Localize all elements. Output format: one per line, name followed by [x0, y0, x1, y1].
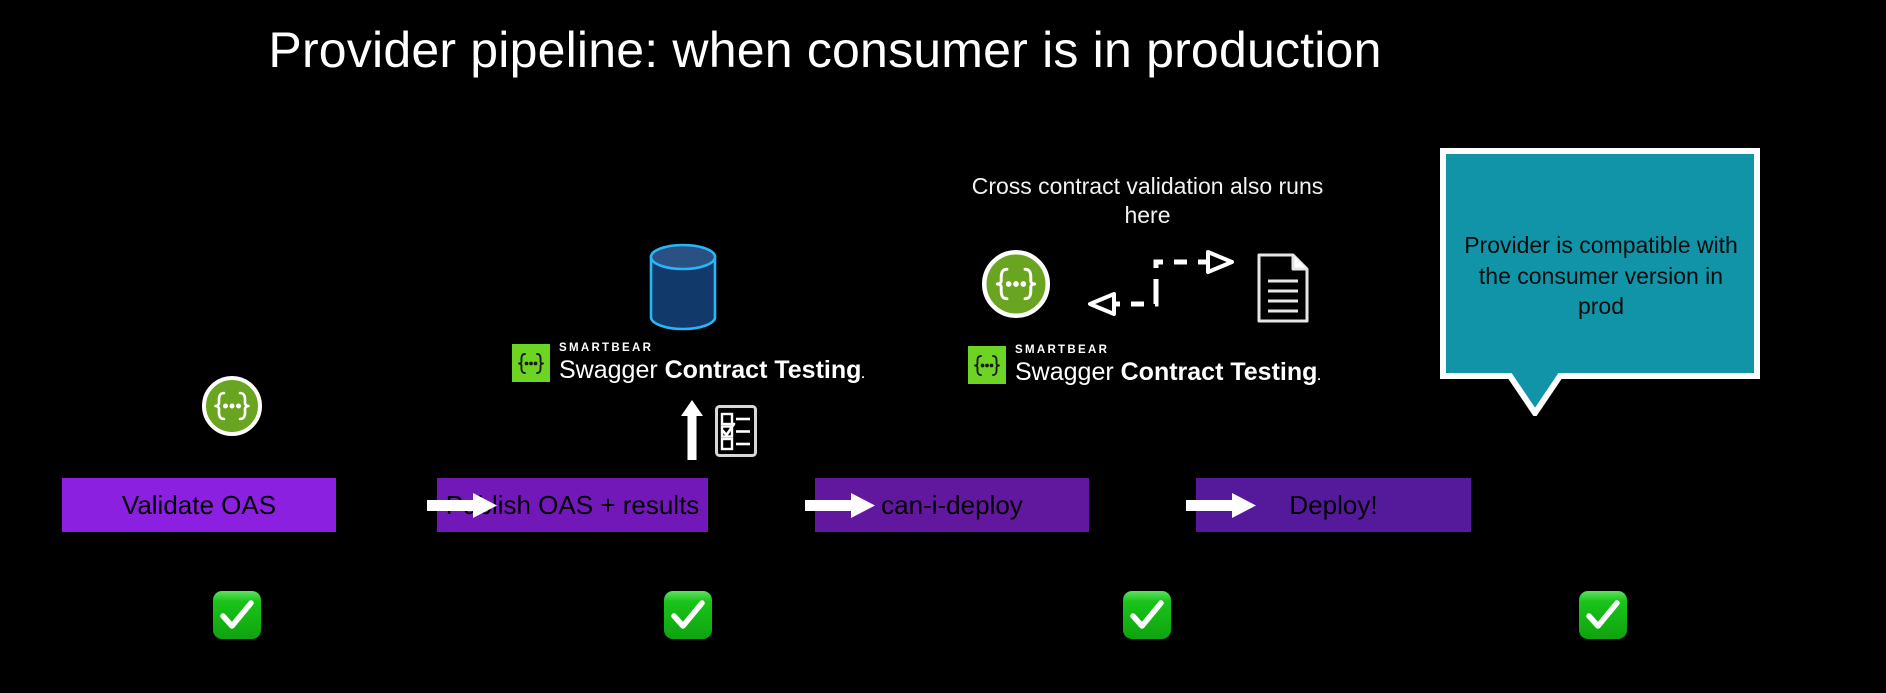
checklist-icon — [715, 405, 757, 457]
status-check-icon — [212, 590, 262, 640]
dashed-exchange-arrows-icon — [1060, 248, 1240, 328]
status-check-icon — [663, 590, 713, 640]
pipeline-arrow-icon — [805, 493, 875, 518]
swagger-word: Swagger — [559, 355, 658, 384]
database-cylinder-icon — [648, 243, 718, 331]
swagger-word: Swagger — [1015, 357, 1114, 386]
contract-testing-word: Contract Testing — [1120, 357, 1318, 386]
upload-arrow-icon — [680, 400, 704, 460]
swagger-contract-testing-wordmark: Swagger Contract Testing. — [559, 355, 865, 384]
pipeline-arrow-icon — [427, 493, 497, 518]
trademark-dot: . — [861, 366, 865, 381]
page-title: Provider pipeline: when consumer is in p… — [268, 22, 1382, 78]
callout-bubble — [1440, 148, 1760, 419]
contract-testing-word: Contract Testing — [664, 355, 862, 384]
trademark-dot: . — [1317, 368, 1321, 383]
pipeline-arrow-icon — [1186, 493, 1256, 518]
swagger-mark-icon — [512, 344, 550, 382]
swagger-circle-icon — [982, 250, 1050, 318]
status-check-icon — [1122, 590, 1172, 640]
swagger-mark-icon — [968, 346, 1006, 384]
cross-contract-validation-caption: Cross contract validation also runs here — [971, 173, 1324, 229]
callout-text: Provider is compatible with the consumer… — [1464, 232, 1738, 320]
swagger-contract-testing-wordmark: Swagger Contract Testing. — [1015, 357, 1321, 386]
smartbear-wordmark: SMARTBEAR — [1015, 344, 1110, 357]
status-check-icon — [1578, 590, 1628, 640]
document-icon — [1255, 253, 1311, 323]
swagger-circle-icon — [202, 376, 262, 436]
swagger-contract-testing-logo: SMARTBEAR Swagger Contract Testing. — [968, 344, 1321, 386]
pipeline-stage-validate-oas[interactable]: Validate OAS — [62, 478, 336, 532]
smartbear-wordmark: SMARTBEAR — [559, 342, 654, 355]
swagger-contract-testing-logo: SMARTBEAR Swagger Contract Testing. — [512, 342, 865, 384]
